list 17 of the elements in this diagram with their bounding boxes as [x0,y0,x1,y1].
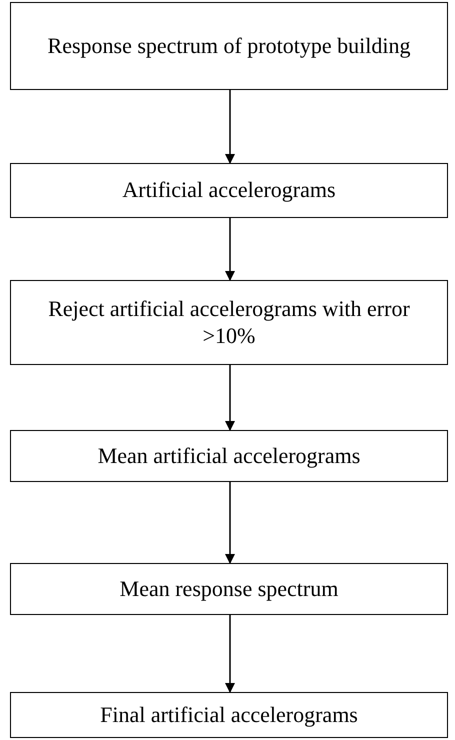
arrow [225,218,235,281]
process-box [10,692,448,738]
process-box [10,280,448,365]
box-label: Mean artificial accelerograms [98,442,360,470]
arrow [225,365,235,431]
process-box [10,563,448,615]
process-box [10,430,448,482]
process-box [10,163,448,218]
box-label: Response spectrum of prototype building [48,32,410,60]
box-label: Mean response spectrum [120,576,338,602]
arrow [225,615,235,693]
box-label: Artificial accelerograms [122,177,336,204]
box-label: Final artificial accelerograms [100,702,358,728]
arrow [225,90,235,164]
process-box [10,2,448,90]
box-label: Reject artificial accelerograms with error >10% [47,296,411,349]
arrow [225,482,235,564]
